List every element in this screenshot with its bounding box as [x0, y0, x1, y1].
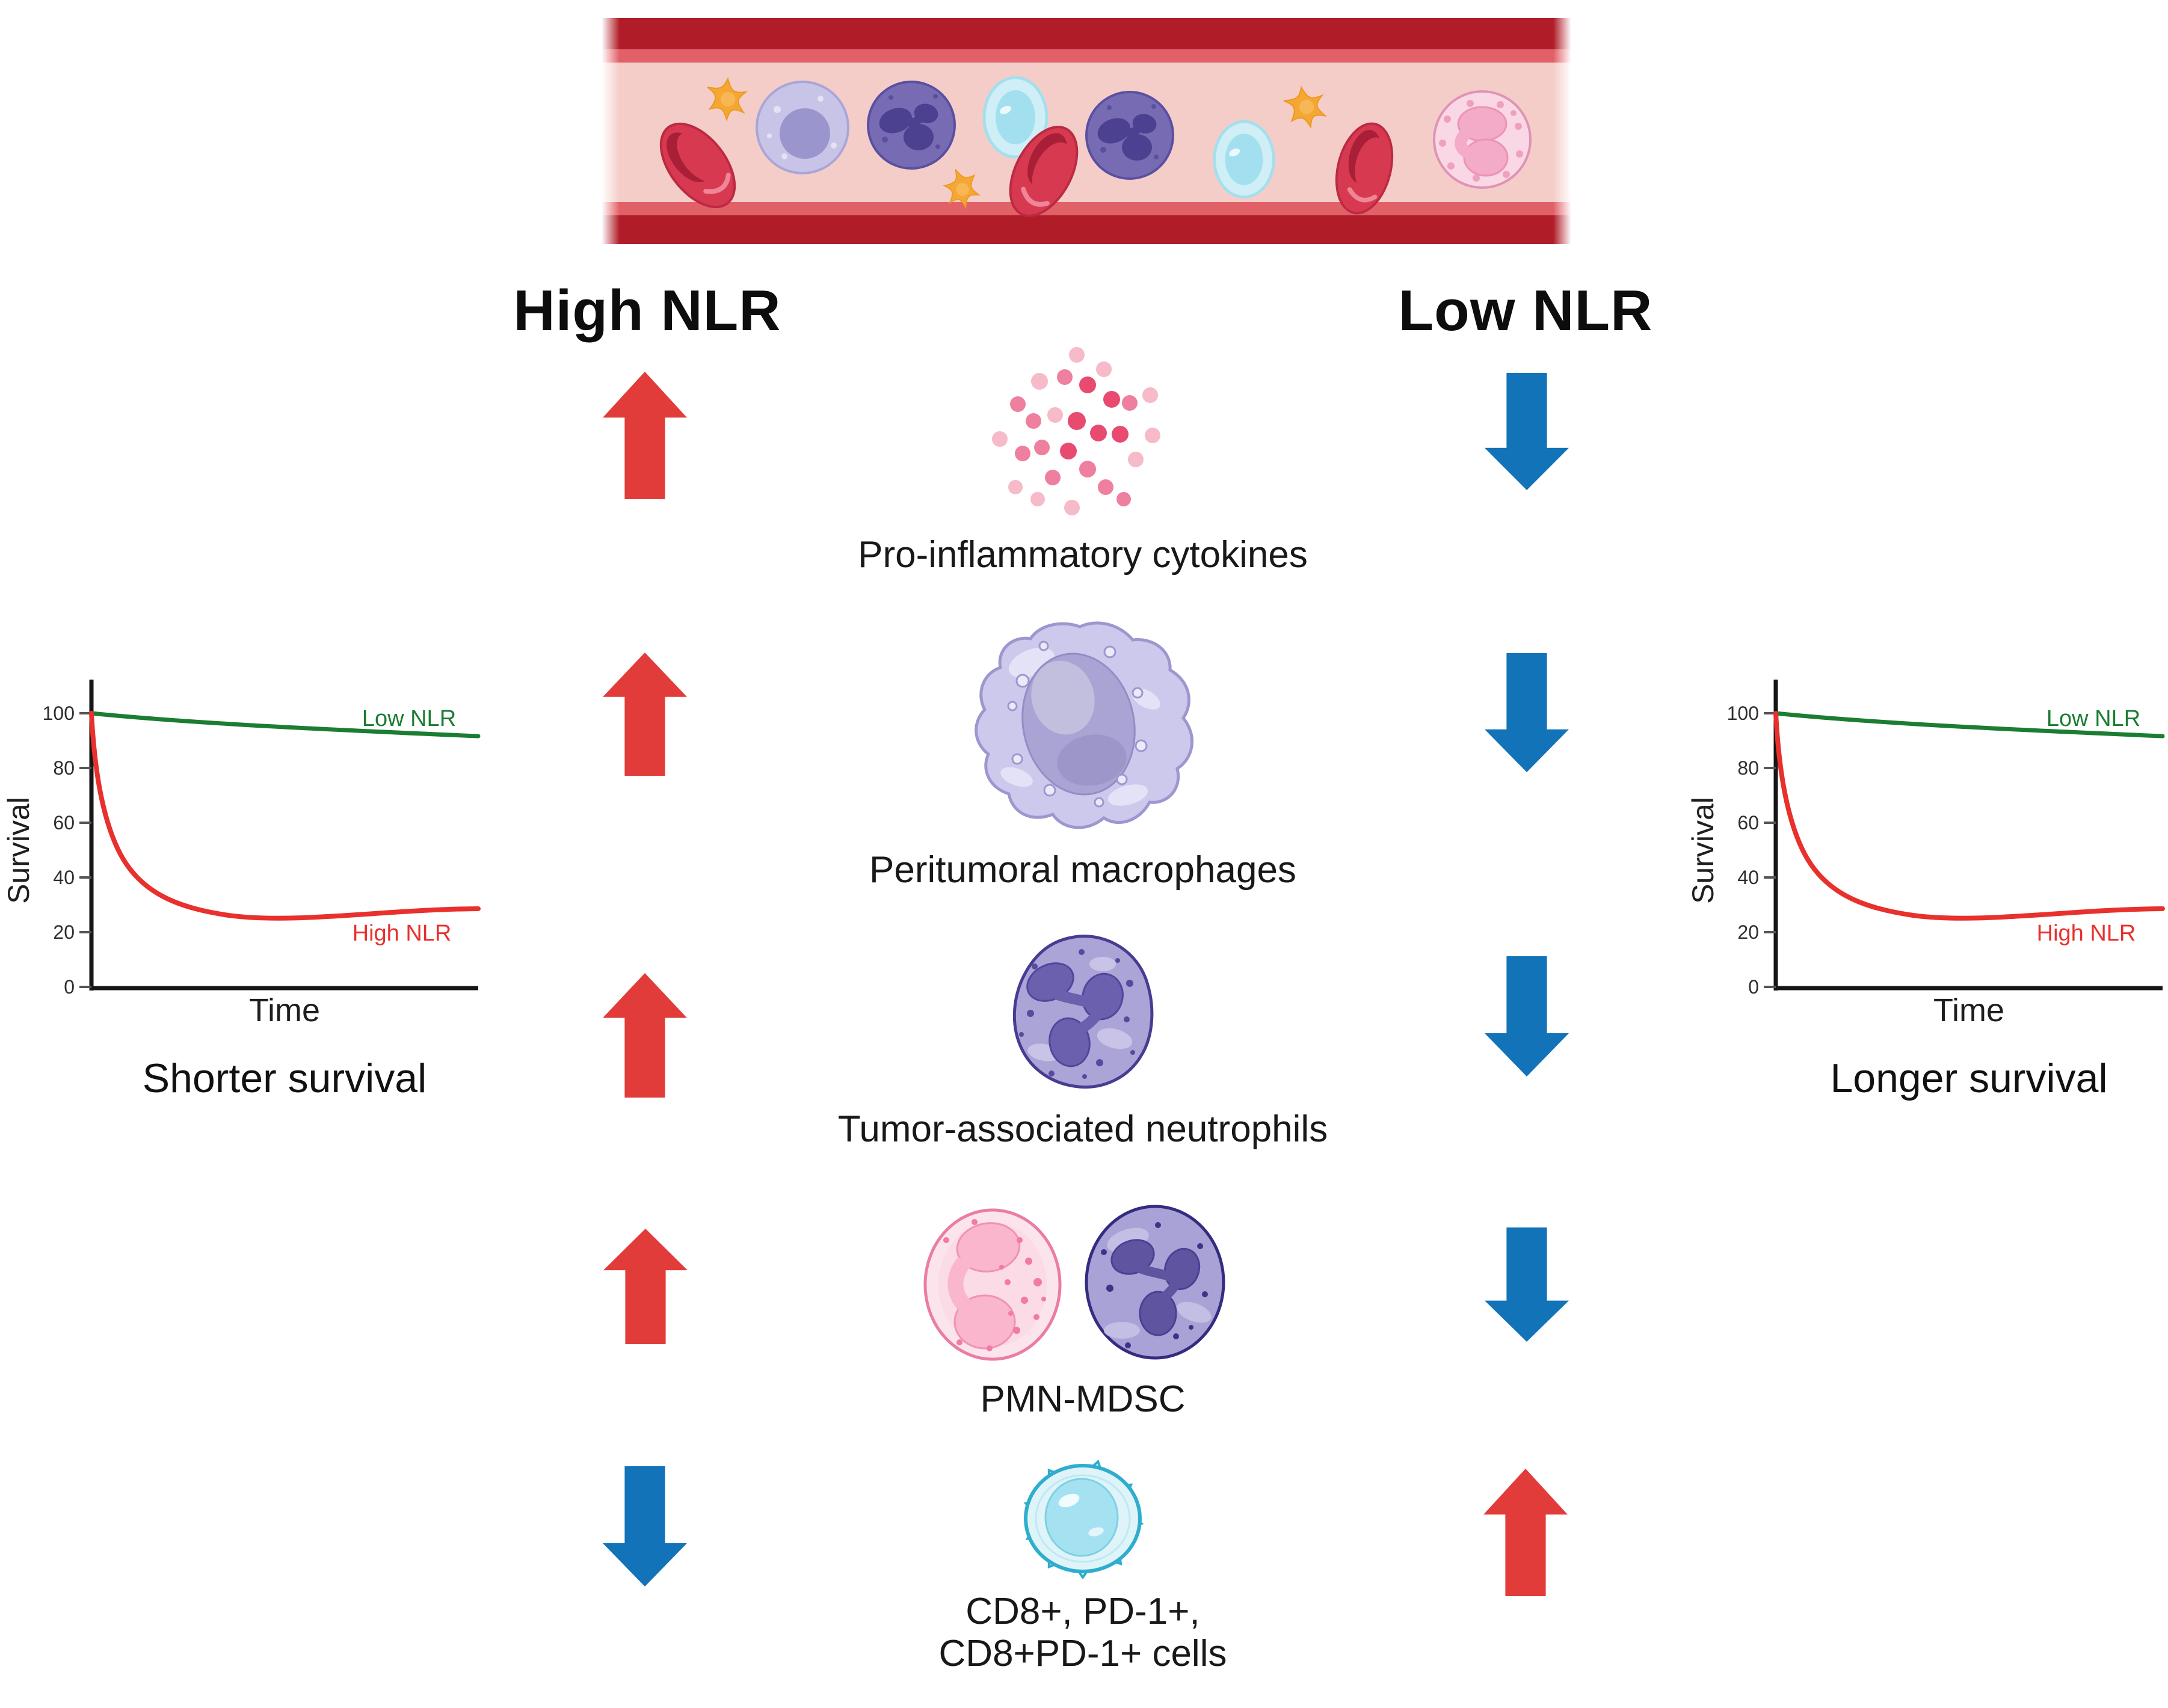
low-nlr-curve [1773, 711, 2165, 739]
macrophage-icon [975, 621, 1193, 829]
y-tick-80: 80 [53, 757, 75, 779]
row-label-cd8-cells: CD8+, PD-1+, CD8+PD-1+ cells [692, 1591, 1474, 1675]
y-tick-60: 60 [1737, 812, 1759, 834]
blood-vessel-illustration [602, 18, 1571, 244]
cytokines-icon [992, 347, 1160, 515]
increase-arrow-icon [603, 973, 687, 1098]
pmn-mdsc-pink-cell [923, 1208, 1062, 1361]
cd8-t-cell-icon [1023, 1459, 1144, 1579]
shorter-survival-chart: 100 80 60 40 20 0 Survival Time Low NLR … [2, 680, 481, 1101]
low-nlr-curve [89, 711, 481, 739]
low-nlr-curve-label: Low NLR [2046, 706, 2140, 731]
lymphocyte-icon [1215, 121, 1274, 197]
y-tick-100: 100 [43, 702, 75, 724]
y-tick-40: 40 [53, 867, 75, 888]
neutrophil-icon [1086, 92, 1173, 179]
decrease-arrow-icon [603, 1466, 687, 1587]
eosinophil-icon [1434, 91, 1530, 188]
y-axis-label: Survival [1686, 797, 1720, 904]
row-label-cytokines: Pro-inflammatory cytokines [858, 534, 1308, 576]
y-tick-40: 40 [1737, 867, 1759, 888]
low-nlr-heading: Low NLR [1398, 278, 1653, 343]
y-tick-80: 80 [1737, 757, 1759, 779]
row-label-neutrophils: Tumor-associated neutrophils [837, 1108, 1328, 1150]
x-axis-label: Time [249, 992, 320, 1028]
decrease-arrow-icon [1485, 373, 1569, 490]
y-axis-label: Survival [2, 797, 35, 904]
row-label-pmn-mdsc: PMN-MDSC [980, 1378, 1186, 1420]
y-tick-20: 20 [53, 921, 75, 943]
high-nlr-curve [1773, 711, 2165, 921]
decrease-arrow-icon [1485, 956, 1569, 1077]
row-label-macrophages: Peritumoral macrophages [869, 849, 1296, 891]
y-tick-0: 0 [64, 976, 75, 998]
chart-title: Shorter survival [143, 1055, 427, 1101]
longer-survival-chart: 100 80 60 40 20 0 Survival Time Low NLR … [1686, 680, 2165, 1101]
increase-arrow-icon [603, 1229, 688, 1344]
y-tick-60: 60 [53, 812, 75, 834]
pmn-mdsc-icon [923, 1205, 1225, 1361]
vessel-wall-top [602, 18, 1571, 49]
low-nlr-curve-label: Low NLR [362, 706, 456, 731]
cd8-label-line2: CD8+PD-1+ cells [938, 1633, 1227, 1674]
high-nlr-curve [89, 711, 481, 921]
monocyte-icon [756, 81, 849, 174]
increase-arrow-icon [603, 372, 687, 499]
y-tick-20: 20 [1737, 921, 1759, 943]
x-axis-label: Time [1933, 992, 2004, 1028]
neutrophil-icon [1012, 935, 1154, 1089]
cd8-label-line1: CD8+, PD-1+, [965, 1591, 1200, 1632]
high-nlr-curve-label: High NLR [353, 921, 452, 946]
high-nlr-curve-label: High NLR [2037, 921, 2136, 946]
increase-arrow-icon [603, 653, 687, 776]
chart-title: Longer survival [1830, 1055, 2107, 1101]
neutrophil-icon [868, 82, 955, 168]
decrease-arrow-icon [1485, 1227, 1569, 1342]
y-tick-0: 0 [1748, 976, 1759, 998]
vessel-wall-bottom [602, 215, 1571, 244]
increase-arrow-icon [1483, 1469, 1568, 1596]
pmn-mdsc-purple-cell [1085, 1205, 1225, 1360]
high-nlr-heading: High NLR [513, 278, 781, 343]
y-tick-100: 100 [1727, 702, 1759, 724]
decrease-arrow-icon [1485, 653, 1569, 772]
